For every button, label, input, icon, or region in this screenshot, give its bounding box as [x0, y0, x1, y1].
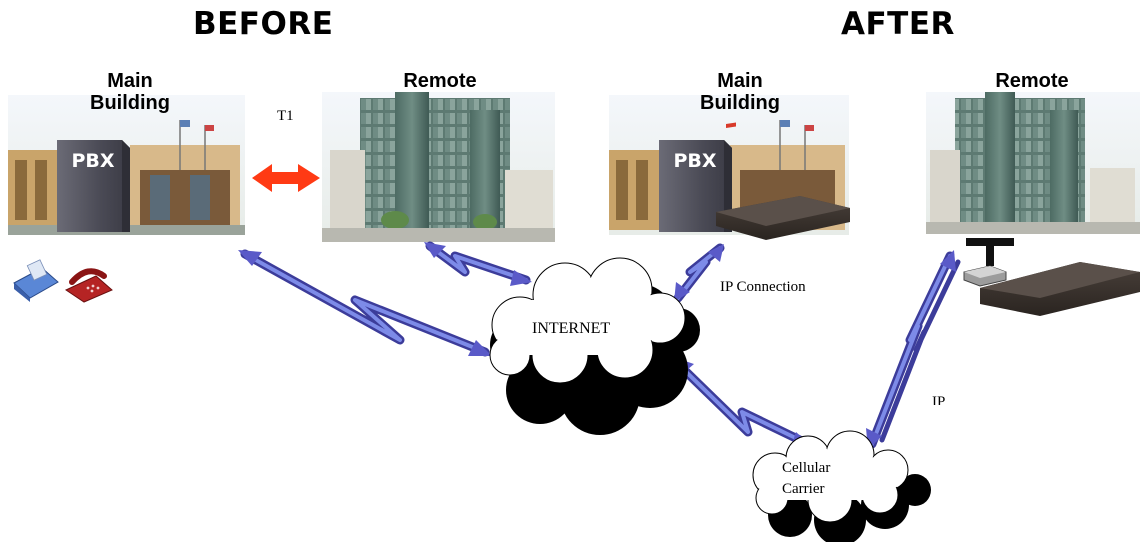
cellular-carrier-cloud [752, 430, 931, 542]
t1-link-arrow [252, 164, 320, 192]
ip-label: IP [932, 394, 946, 405]
main-building-label-after-line1: Main [717, 70, 763, 92]
cellular-carrier-label-line1: Cellular [782, 460, 831, 476]
link-main-to-internet [238, 249, 492, 357]
telephone-icon [64, 268, 113, 303]
internet-label: INTERNET [532, 320, 611, 337]
main-building-label-after-line2: Building [700, 92, 780, 114]
router-device-remote [980, 262, 1140, 316]
main-building-label-before-line1: Main [107, 70, 153, 92]
pbx-label-before: PBX [71, 150, 115, 172]
antenna-icon [966, 238, 1014, 266]
main-building-label-after: Main Building [685, 70, 795, 114]
remote-label-after: Remote [995, 70, 1069, 92]
pbx-cabinet-before [57, 140, 130, 232]
cellular-carrier-label-line2: Carrier [782, 481, 825, 497]
cellular-modem-icon [963, 265, 1007, 287]
link-remote-to-internet [424, 241, 532, 286]
link-router-to-internet [673, 243, 725, 303]
ip-connection-label: IP Connection [720, 279, 806, 292]
remote-building-image-after [926, 92, 1140, 234]
link-remote-to-cellular [866, 250, 961, 450]
remote-label-before: Remote [403, 70, 477, 92]
pbx-label-after: PBX [673, 150, 717, 172]
link-internet-to-cellular [670, 356, 814, 450]
after-heading: AFTER [841, 6, 955, 42]
remote-building-image-before [322, 92, 555, 242]
fax-machine-icon [13, 259, 59, 302]
cellular-carrier-label: Cellular Carrier [782, 458, 830, 500]
before-heading: BEFORE [193, 6, 334, 42]
main-building-label-before-line2: Building [90, 92, 170, 114]
pbx-cabinet-after [659, 140, 732, 232]
router-device-main [716, 122, 850, 240]
t1-label: T1 [277, 108, 294, 124]
internet-cloud [489, 257, 700, 435]
main-building-label-before: Main Building [75, 70, 185, 114]
